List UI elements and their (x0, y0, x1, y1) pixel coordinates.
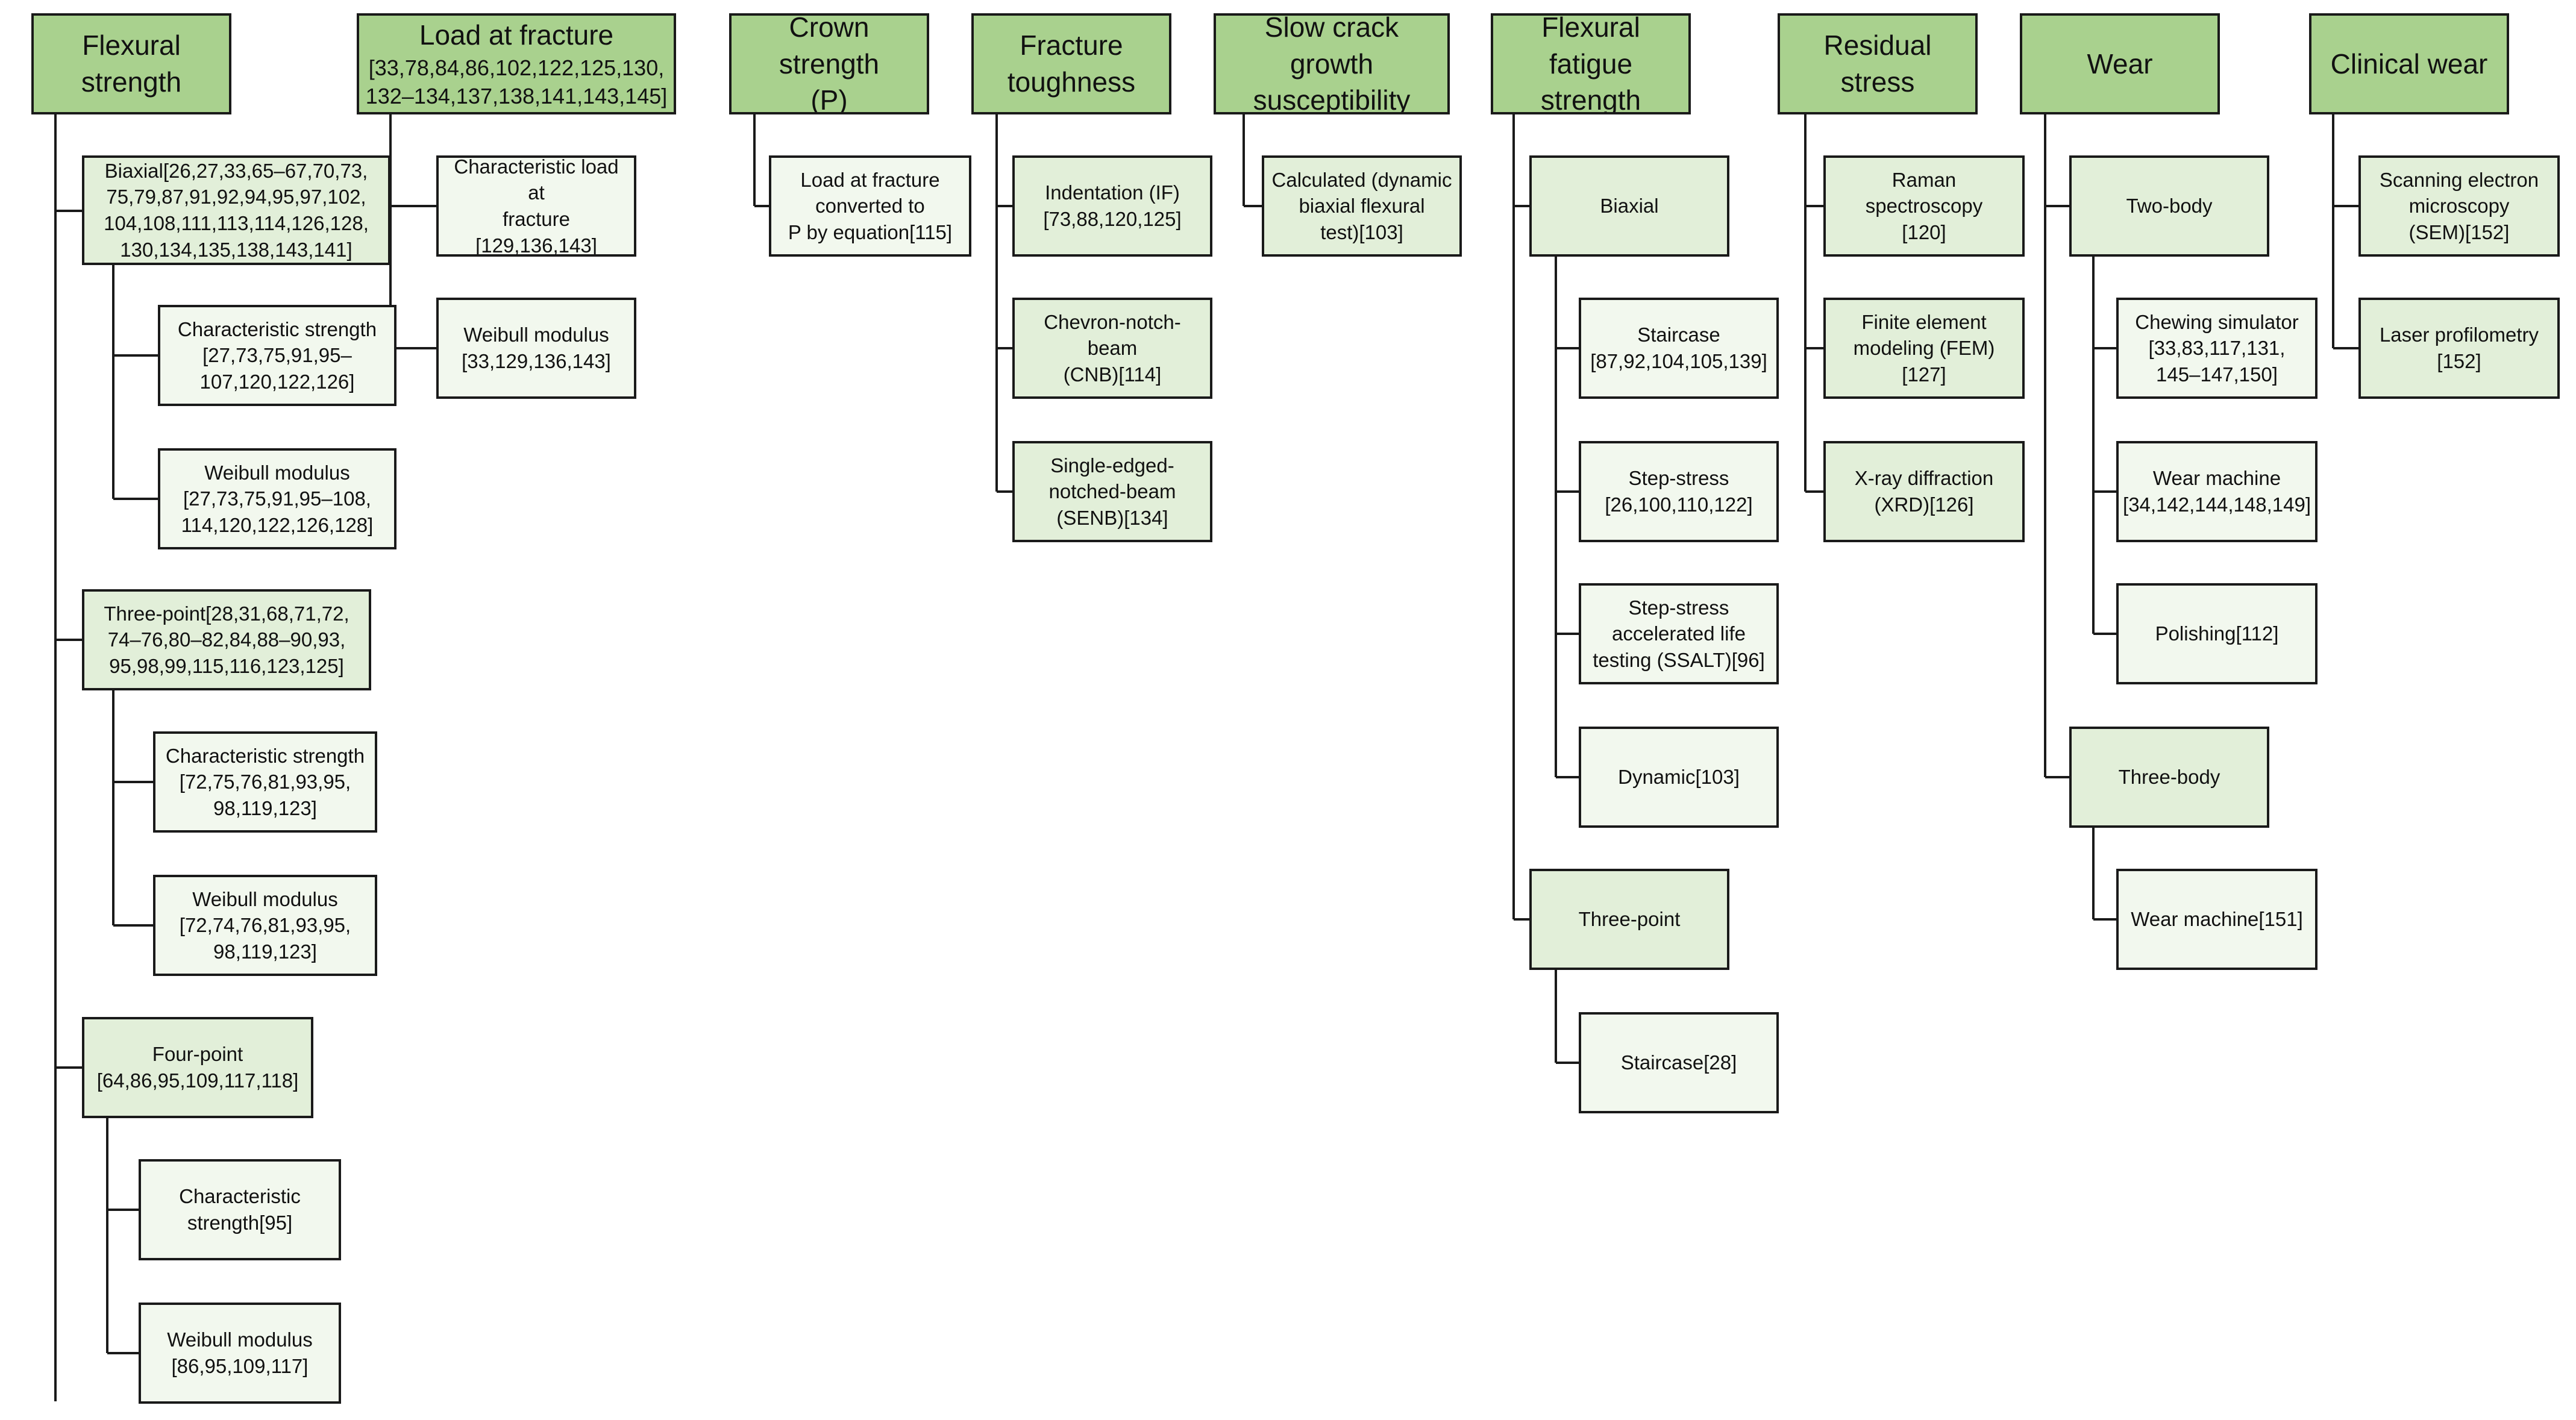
load-weibull-modulus: Weibull modulus [33,129,136,143] (436, 298, 636, 399)
indentation-if-node: Indentation (IF) [73,88,120,125] (1012, 155, 1212, 257)
wear-machine-node: Wear machine [34,142,144,148,149] (2116, 441, 2317, 542)
flexural-three-point-weibull-modulus: Weibull modulus [72,74,76,81,93,95, 98,1… (153, 875, 377, 976)
two-body-node: Two-body (2069, 155, 2269, 257)
fatigue-three-point-node: Three-point (1529, 869, 1729, 970)
fracture-toughness-header: Fracture toughness (971, 13, 1171, 114)
single-edged-notched-beam-node: Single-edged- notched-beam (SENB)[134] (1012, 441, 1212, 542)
fatigue-staircase-28-node: Staircase[28] (1579, 1012, 1779, 1113)
chevron-notch-beam-node: Chevron-notch-beam (CNB)[114] (1012, 298, 1212, 399)
flexural-biaxial-node: Biaxial[26,27,33,65–67,70,73, 75,79,87,9… (82, 155, 390, 265)
characteristic-load-at-fracture: Characteristic load at fracture [129,136… (436, 155, 636, 257)
flexural-strength-header: Flexural strength (31, 13, 231, 114)
finite-element-modeling-node: Finite element modeling (FEM) [127] (1823, 298, 2025, 399)
laser-profilometry-node: Laser profilometry [152] (2358, 298, 2560, 399)
wear-header: Wear (2020, 13, 2220, 114)
fatigue-staircase-node: Staircase [87,92,104,105,139] (1579, 298, 1779, 399)
flexural-four-point-weibull-modulus: Weibull modulus [86,95,109,117] (139, 1303, 341, 1404)
load-at-fracture-header: Load at fracture [33,78,84,86,102,122,12… (357, 13, 676, 114)
fatigue-dynamic-node: Dynamic[103] (1579, 727, 1779, 828)
flexural-biaxial-characteristic-strength: Characteristic strength [27,73,75,91,95–… (158, 305, 396, 406)
x-ray-diffraction-node: X-ray diffraction (XRD)[126] (1823, 441, 2025, 542)
load-at-fracture-refs: [33,78,84,86,102,122,125,130, 132–134,13… (365, 55, 668, 109)
flexural-biaxial-weibull-modulus: Weibull modulus [27,73,75,91,95–108, 114… (158, 448, 396, 549)
wear-machine-151-node: Wear machine[151] (2116, 869, 2317, 970)
flexural-four-point-node: Four-point [64,86,95,109,117,118] (82, 1017, 313, 1118)
fatigue-biaxial-node: Biaxial (1529, 155, 1729, 257)
flexural-fatigue-strength-header: Flexural fatigue strength (1491, 13, 1691, 114)
clinical-wear-header: Clinical wear (2309, 13, 2509, 114)
slow-crack-growth-header: Slow crack growth susceptibility (1214, 13, 1450, 114)
fatigue-step-stress-node: Step-stress [26,100,110,122] (1579, 441, 1779, 542)
chewing-simulator-node: Chewing simulator [33,83,117,131, 145–14… (2116, 298, 2317, 399)
three-body-node: Three-body (2069, 727, 2269, 828)
flexural-three-point-node: Three-point[28,31,68,71,72, 74–76,80–82,… (82, 589, 371, 690)
raman-spectroscopy-node: Raman spectroscopy [120] (1823, 155, 2025, 257)
flexural-four-point-characteristic-strength: Characteristic strength[95] (139, 1159, 341, 1260)
polishing-node: Polishing[112] (2116, 583, 2317, 684)
fatigue-ssalt-node: Step-stress accelerated life testing (SS… (1579, 583, 1779, 684)
residual-stress-header: Residual stress (1778, 13, 1978, 114)
flexural-three-point-characteristic-strength: Characteristic strength [72,75,76,81,93,… (153, 731, 377, 833)
load-converted-to-p: Load at fracture converted to P by equat… (769, 155, 971, 257)
crown-strength-header: Crown strength (P) (729, 13, 929, 114)
scanning-electron-microscopy-node: Scanning electron microscopy (SEM)[152] (2358, 155, 2560, 257)
load-at-fracture-title: Load at fracture (419, 19, 614, 51)
calculated-dynamic-biaxial-node: Calculated (dynamic biaxial flexural tes… (1262, 155, 1462, 257)
